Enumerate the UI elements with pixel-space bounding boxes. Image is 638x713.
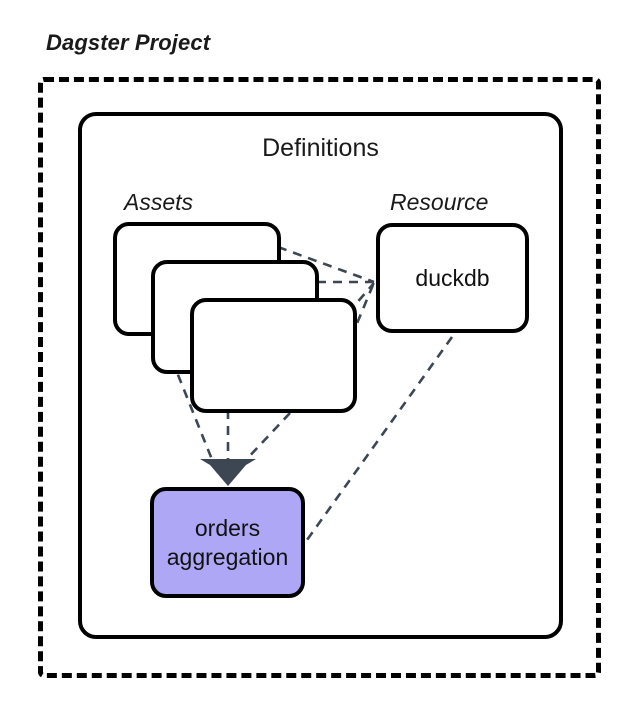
merge-arrowhead-icon (200, 459, 256, 486)
resource-node-duckdb[interactable]: duckdb (376, 223, 529, 333)
orders-label-line-1: orders (194, 515, 261, 542)
definitions-label: Definitions (262, 134, 379, 162)
project-title: Dagster Project (46, 30, 211, 55)
asset-node-orders-aggregation[interactable]: orders aggregation (150, 487, 305, 598)
asset-card-3[interactable] (190, 298, 357, 413)
group-caption-resource: Resource (390, 189, 489, 215)
asset-node-orders-aggregation-label: orders aggregation (167, 514, 289, 570)
group-caption-assets: Assets (124, 189, 194, 215)
resource-node-duckdb-label: duckdb (415, 264, 490, 291)
project-boundary (38, 77, 601, 678)
orders-label-line-2: aggregation (166, 543, 289, 570)
